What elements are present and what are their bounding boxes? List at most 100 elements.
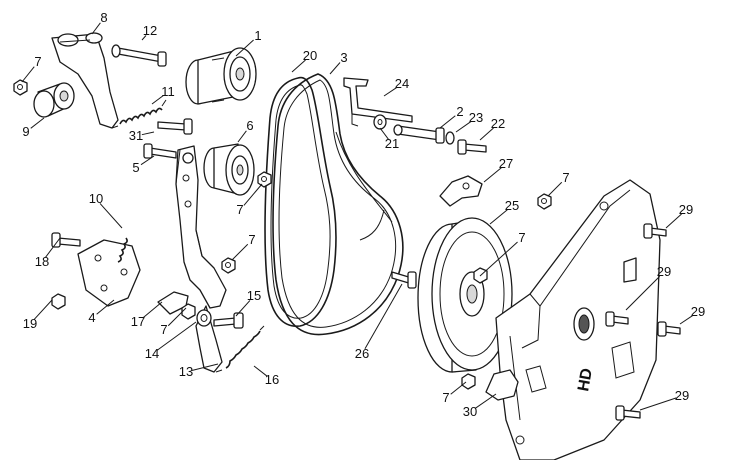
svg-text:HD: HD [575, 367, 596, 393]
bolt-29a [643, 223, 667, 239]
nut-7f [181, 303, 196, 320]
nut-19 [51, 293, 66, 310]
callout-leader-c10 [99, 203, 123, 229]
callout-label-c7b: 7 [562, 170, 569, 185]
callout-leader-c31 [141, 131, 155, 136]
bolt-29c [657, 321, 681, 337]
callout-label-c22: 22 [491, 116, 505, 131]
spring-10 [117, 237, 128, 263]
pin-2 [393, 124, 445, 144]
housing-panel: HD [495, 179, 661, 460]
callout-leader-c20 [291, 59, 306, 73]
callout-label-c31: 31 [129, 128, 143, 143]
callout-label-c7d: 7 [248, 232, 255, 247]
nut-7c [257, 171, 272, 188]
pulley-6 [203, 143, 255, 196]
large-pulley-25 [417, 217, 513, 373]
callout-label-c7e: 7 [518, 230, 525, 245]
spring-16 [215, 325, 265, 373]
callout-leader-c29a [665, 213, 682, 229]
callout-leader-c22 [479, 127, 494, 141]
callout-leader-c7g [450, 381, 467, 395]
callout-leader-c7a [21, 66, 35, 83]
callout-leader-c19 [33, 299, 53, 320]
bolt-29d [615, 405, 641, 421]
bolt-26 [391, 271, 417, 289]
callout-leader-c17 [142, 301, 163, 319]
bolt-31 [157, 118, 193, 135]
nut-7g [461, 373, 476, 390]
washer-21 [373, 114, 387, 130]
callout-label-c17: 17 [131, 314, 145, 329]
callout-leader-c16 [253, 365, 268, 377]
callout-leader-c29d [639, 397, 677, 411]
callout-label-c12: 12 [143, 23, 157, 38]
callout-leader-c30 [474, 393, 497, 409]
callout-leader-c7e [479, 241, 518, 277]
callout-label-c24: 24 [395, 76, 409, 91]
nut-7a [13, 79, 28, 96]
bolt-29b [605, 311, 629, 327]
callout-label-c23: 23 [469, 110, 483, 125]
idler-roller-9 [33, 82, 75, 118]
callout-label-c27: 27 [499, 156, 513, 171]
callout-leader-c21 [379, 127, 389, 140]
callout-label-c20: 20 [303, 48, 317, 63]
callout-label-c7a: 7 [34, 54, 41, 69]
callout-leader-c18 [45, 237, 61, 258]
callout-label-c18: 18 [35, 254, 49, 269]
callout-leader-c1 [235, 39, 254, 57]
callout-label-c4: 4 [88, 310, 95, 325]
callout-label-c5: 5 [132, 160, 139, 175]
lever-arm [175, 145, 227, 373]
callout-label-c10: 10 [89, 191, 103, 206]
callout-label-c14: 14 [145, 346, 159, 361]
callout-label-c29a: 29 [679, 202, 693, 217]
idler-bracket-8 [51, 32, 119, 129]
callout-label-c8: 8 [100, 10, 107, 25]
plate-17 [157, 291, 189, 315]
callout-label-c2: 2 [456, 104, 463, 119]
bracket-27 [439, 175, 483, 207]
belt-outer [272, 73, 404, 336]
bolt-5 [143, 143, 177, 159]
washer-14 [196, 309, 212, 327]
nut-7d [221, 257, 236, 274]
spring-11 [111, 99, 167, 129]
callout-leader-c14 [156, 321, 197, 351]
washer-23 [445, 131, 455, 145]
callout-leader-c5 [140, 155, 155, 166]
callout-leader-c6 [237, 130, 247, 143]
callout-label-c7g: 7 [442, 390, 449, 405]
callout-label-c7c: 7 [236, 202, 243, 217]
callout-label-c26: 26 [355, 346, 369, 361]
nut-7b [537, 193, 552, 210]
callout-label-c1: 1 [254, 28, 261, 43]
bolt-18 [51, 232, 81, 248]
callout-label-c9: 9 [22, 124, 29, 139]
callout-label-c6: 6 [246, 118, 253, 133]
callout-leader-c15 [235, 300, 251, 317]
callout-label-c19: 19 [23, 316, 37, 331]
callout-leader-c24 [383, 86, 398, 97]
callout-label-c21: 21 [385, 136, 399, 151]
double-pulley-1 [185, 47, 257, 105]
mount-plate-4 [77, 239, 141, 307]
callout-label-c13: 13 [179, 364, 193, 379]
callout-label-c29c: 29 [691, 304, 705, 319]
callout-leader-c25 [489, 209, 508, 225]
callout-leader-c7f [167, 307, 187, 327]
callout-label-c11: 11 [161, 84, 175, 99]
bolt-22 [457, 139, 487, 155]
callout-leader-c3 [329, 62, 341, 75]
callout-leader-c7b [547, 181, 563, 197]
bracket-30 [485, 365, 547, 401]
callout-leader-c12 [141, 35, 147, 41]
callout-label-c25: 25 [505, 198, 519, 213]
callout-leader-c13 [191, 363, 219, 372]
callout-label-c30: 30 [463, 404, 477, 419]
callout-leader-c2 [439, 115, 456, 129]
callout-leader-c8 [91, 22, 101, 35]
callout-leader-c27 [483, 167, 502, 183]
